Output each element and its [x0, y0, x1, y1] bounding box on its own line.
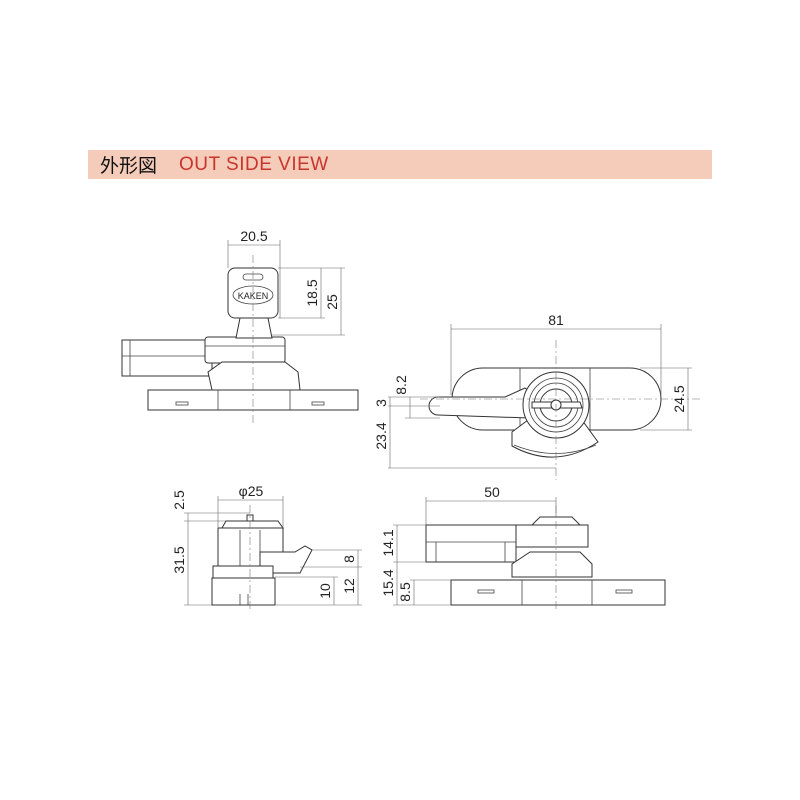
dim-height: 24.5 [671, 385, 687, 412]
dim-fan-depth: 23.4 [373, 422, 389, 449]
dim-key-head-height: 18.5 [304, 279, 320, 306]
dim-half-length: 50 [484, 484, 500, 500]
top-view: 81 24.5 8.2 3 23.4 [373, 312, 700, 480]
dim-lower: 15.4 [380, 569, 396, 596]
dim-length: 81 [548, 312, 564, 328]
key-view: KAKEN 20.5 18.5 25 [121, 228, 359, 425]
dim-total-height: 31.5 [171, 546, 187, 573]
kaken-logo-text: KAKEN [238, 291, 269, 301]
dim-lever-offset: 8.2 [393, 375, 409, 395]
dim-key-width: 20.5 [240, 228, 267, 244]
dim-handle: 8 [341, 555, 357, 563]
dim-plate: 8.5 [397, 582, 413, 602]
dim-diameter: φ25 [239, 483, 264, 499]
header-title-en: OUT SIDE VIEW [179, 153, 329, 175]
dim-upper: 14.1 [380, 529, 396, 556]
dim-base: 10 [317, 583, 333, 599]
dim-key-height: 25 [324, 294, 340, 310]
front-view: 50 14.1 15.4 8.5 [380, 484, 666, 612]
section-header: 外形図 OUT SIDE VIEW [88, 150, 712, 179]
dim-handle-base: 12 [341, 578, 357, 594]
side-view: φ25 2.5 31.5 8 10 12 [171, 483, 362, 612]
dim-top: 2.5 [171, 490, 187, 510]
dim-lever-width: 3 [373, 399, 389, 407]
header-title-jp: 外形図 [100, 155, 158, 177]
